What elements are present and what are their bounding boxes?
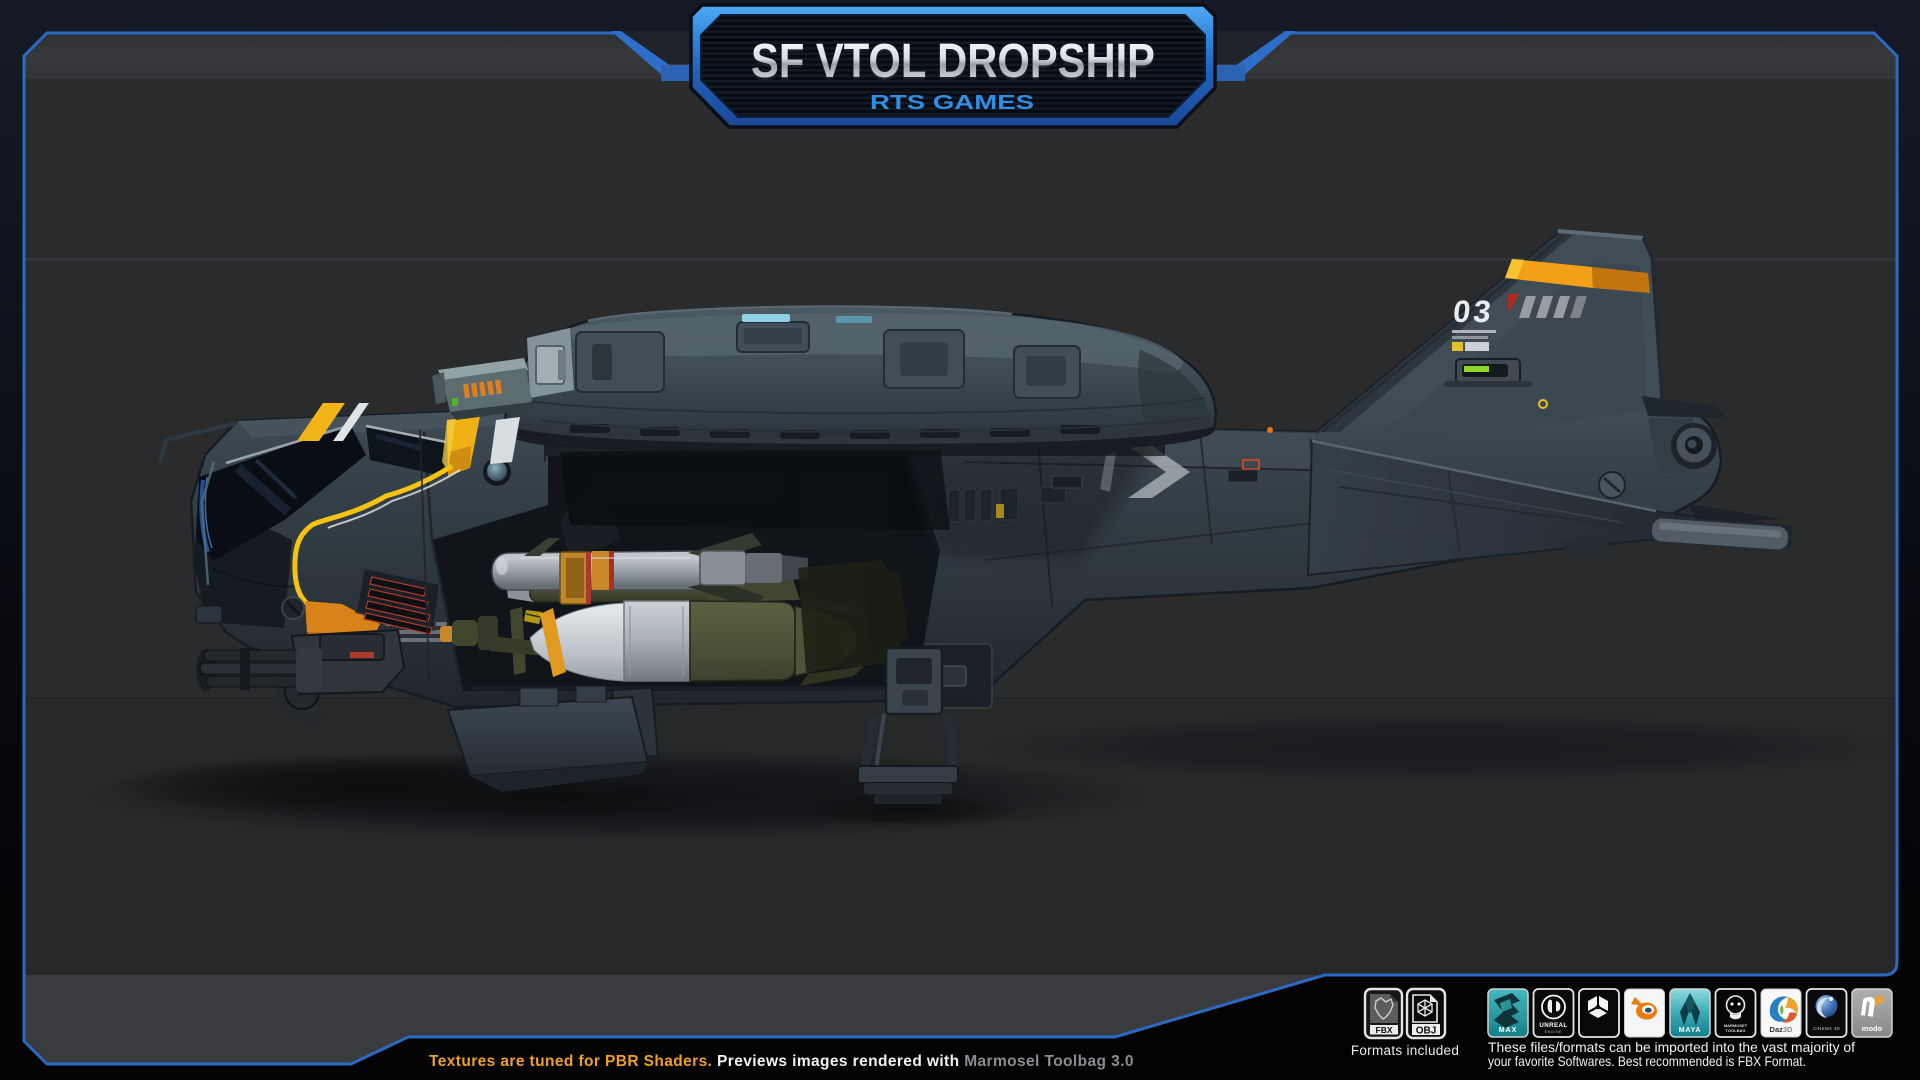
svg-text:MAYA: MAYA: [1679, 1027, 1702, 1034]
svg-text:Daz3D: Daz3D: [1770, 1025, 1794, 1034]
svg-text:modo: modo: [1862, 1024, 1883, 1033]
svg-text:03: 03: [1451, 294, 1495, 329]
svg-text:These files/formats can be imp: These files/formats can be imported into…: [1488, 1040, 1855, 1055]
svg-text:SF VTOL DROPSHIP: SF VTOL DROPSHIP: [751, 38, 1155, 91]
svg-text:OBJ: OBJ: [1416, 1026, 1437, 1037]
svg-text:MAX: MAX: [1499, 1027, 1518, 1034]
svg-text:your favorite Softwares. Best: your favorite Softwares. Best recommende…: [1488, 1054, 1806, 1069]
svg-text:UNREAL: UNREAL: [1539, 1022, 1567, 1029]
svg-text:MARMOSET: MARMOSET: [1724, 1023, 1748, 1028]
svg-text:Formats included: Formats included: [1351, 1043, 1459, 1058]
svg-text:SF VTOL DROPSHIP: SF VTOL DROPSHIP: [751, 35, 1155, 88]
svg-text:CINEMA 4D: CINEMA 4D: [1813, 1026, 1840, 1031]
svg-text:FBX: FBX: [1376, 1025, 1393, 1035]
svg-text:Textures are tuned for PBR Sha: Textures are tuned for PBR Shaders. Prev…: [429, 1053, 1134, 1070]
svg-text:ENGINE: ENGINE: [1545, 1030, 1562, 1034]
svg-text:RTS GAMES: RTS GAMES: [870, 92, 1034, 114]
svg-text:TOOLBAG: TOOLBAG: [1726, 1028, 1746, 1033]
